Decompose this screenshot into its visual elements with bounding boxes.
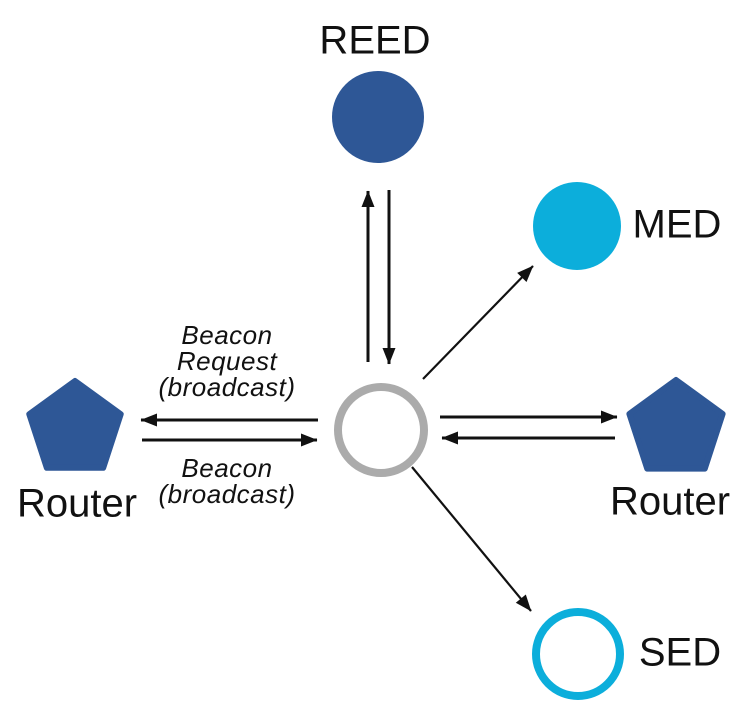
- reed-node-circle: [332, 71, 424, 163]
- sed-node-label: SED: [638, 630, 722, 675]
- beacon-request-line-2: Request: [176, 346, 278, 376]
- beacon-line-1: Beacon: [181, 453, 273, 483]
- center-joiner-node-circle: [334, 383, 428, 477]
- router-right-node-label: Router: [609, 479, 731, 524]
- router-left-pentagon: [26, 378, 124, 471]
- router-left-node-label: Router: [16, 481, 138, 526]
- arrow-center-to-sed: [411, 466, 532, 612]
- beacon-request-line-3: (broadcast): [158, 372, 296, 402]
- med-node-label: MED: [632, 202, 722, 247]
- beacon-request-edge-label: Beacon Request (broadcast): [159, 322, 296, 400]
- beacon-request-line-1: Beacon: [181, 320, 273, 350]
- beacon-line-2: (broadcast): [158, 479, 296, 509]
- med-node-circle: [533, 182, 621, 270]
- beacon-edge-label: Beacon (broadcast): [159, 455, 296, 507]
- arrow-center-to-med: [422, 265, 534, 380]
- reed-node-label: REED: [319, 18, 431, 63]
- router-right-pentagon: [626, 377, 726, 472]
- sed-node-circle: [532, 608, 624, 700]
